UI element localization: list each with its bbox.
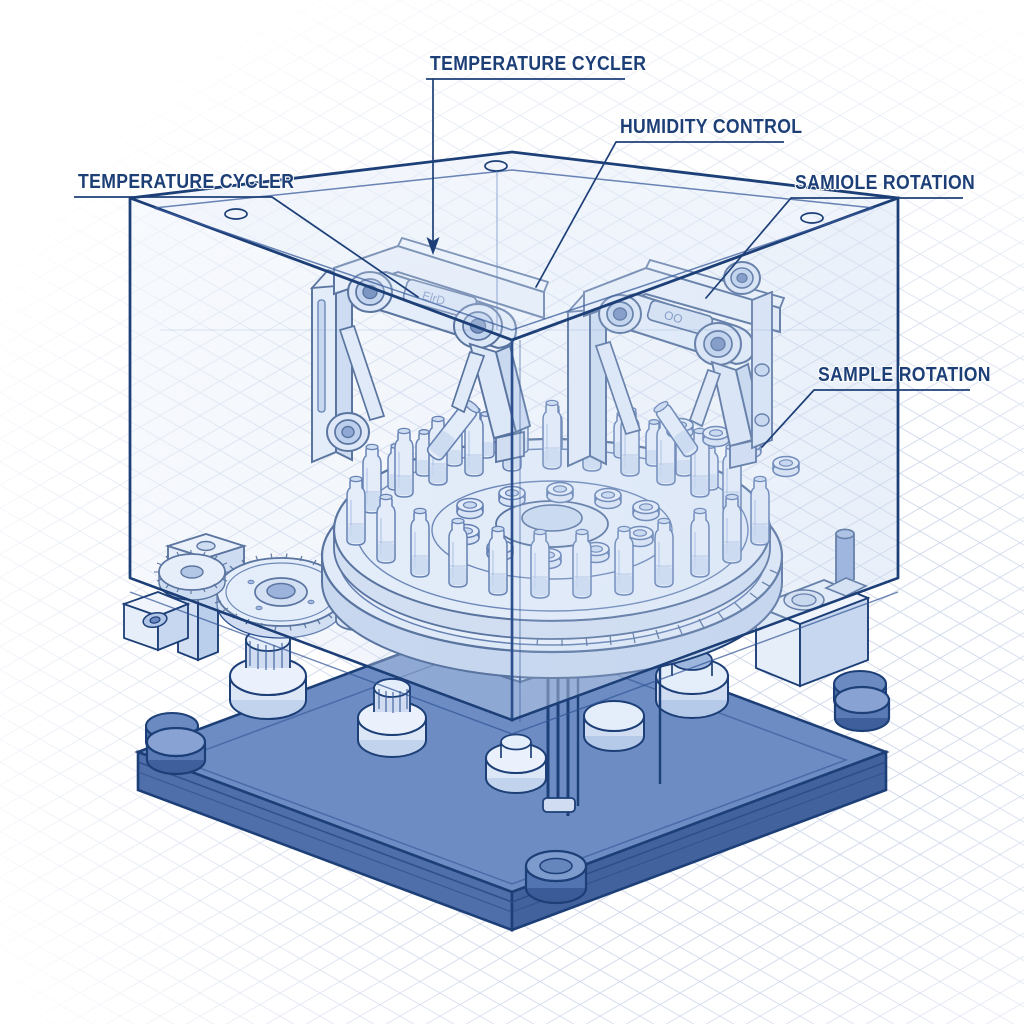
transparent-enclosure <box>128 150 900 735</box>
spindle-d <box>655 649 729 719</box>
leader-line <box>761 389 815 448</box>
callout-label: TEMPERATURE CYCLER <box>78 171 294 194</box>
callout-sample-rotation-upper[interactable]: SAMIOLE ROTATION <box>705 171 976 299</box>
leader-arrowhead <box>426 237 440 255</box>
spindle-c <box>485 733 547 794</box>
callout-sample-rotation-lower[interactable]: SAMPLE ROTATION <box>761 363 992 448</box>
base-foot-front-left <box>145 726 207 776</box>
callout-temperature-cycler-left[interactable]: TEMPERATURE CYCLER <box>74 170 419 298</box>
machine-assembly: ElrD <box>121 150 900 932</box>
leader-line <box>271 196 419 298</box>
base-foot-front-center <box>524 849 588 905</box>
spindle-e <box>583 700 645 752</box>
spindle-b <box>357 678 427 758</box>
callout-label: TEMPERATURE CYCLER <box>430 53 646 76</box>
callout-label: SAMPLE ROTATION <box>818 364 991 387</box>
callout-layer: TEMPERATURE CYCLER TEMPERATURE CYCLER HU… <box>74 52 992 448</box>
drive-motor-left <box>121 591 191 652</box>
leader-line <box>535 141 617 288</box>
leader-line <box>705 197 792 299</box>
callout-label: SAMIOLE ROTATION <box>795 172 975 195</box>
callout-temperature-cycler-top[interactable]: TEMPERATURE CYCLER <box>426 52 647 255</box>
callout-humidity-control[interactable]: HUMIDITY CONTROL <box>535 115 803 288</box>
base-foot-front-right <box>833 685 891 733</box>
callout-label: HUMIDITY CONTROL <box>620 116 802 139</box>
